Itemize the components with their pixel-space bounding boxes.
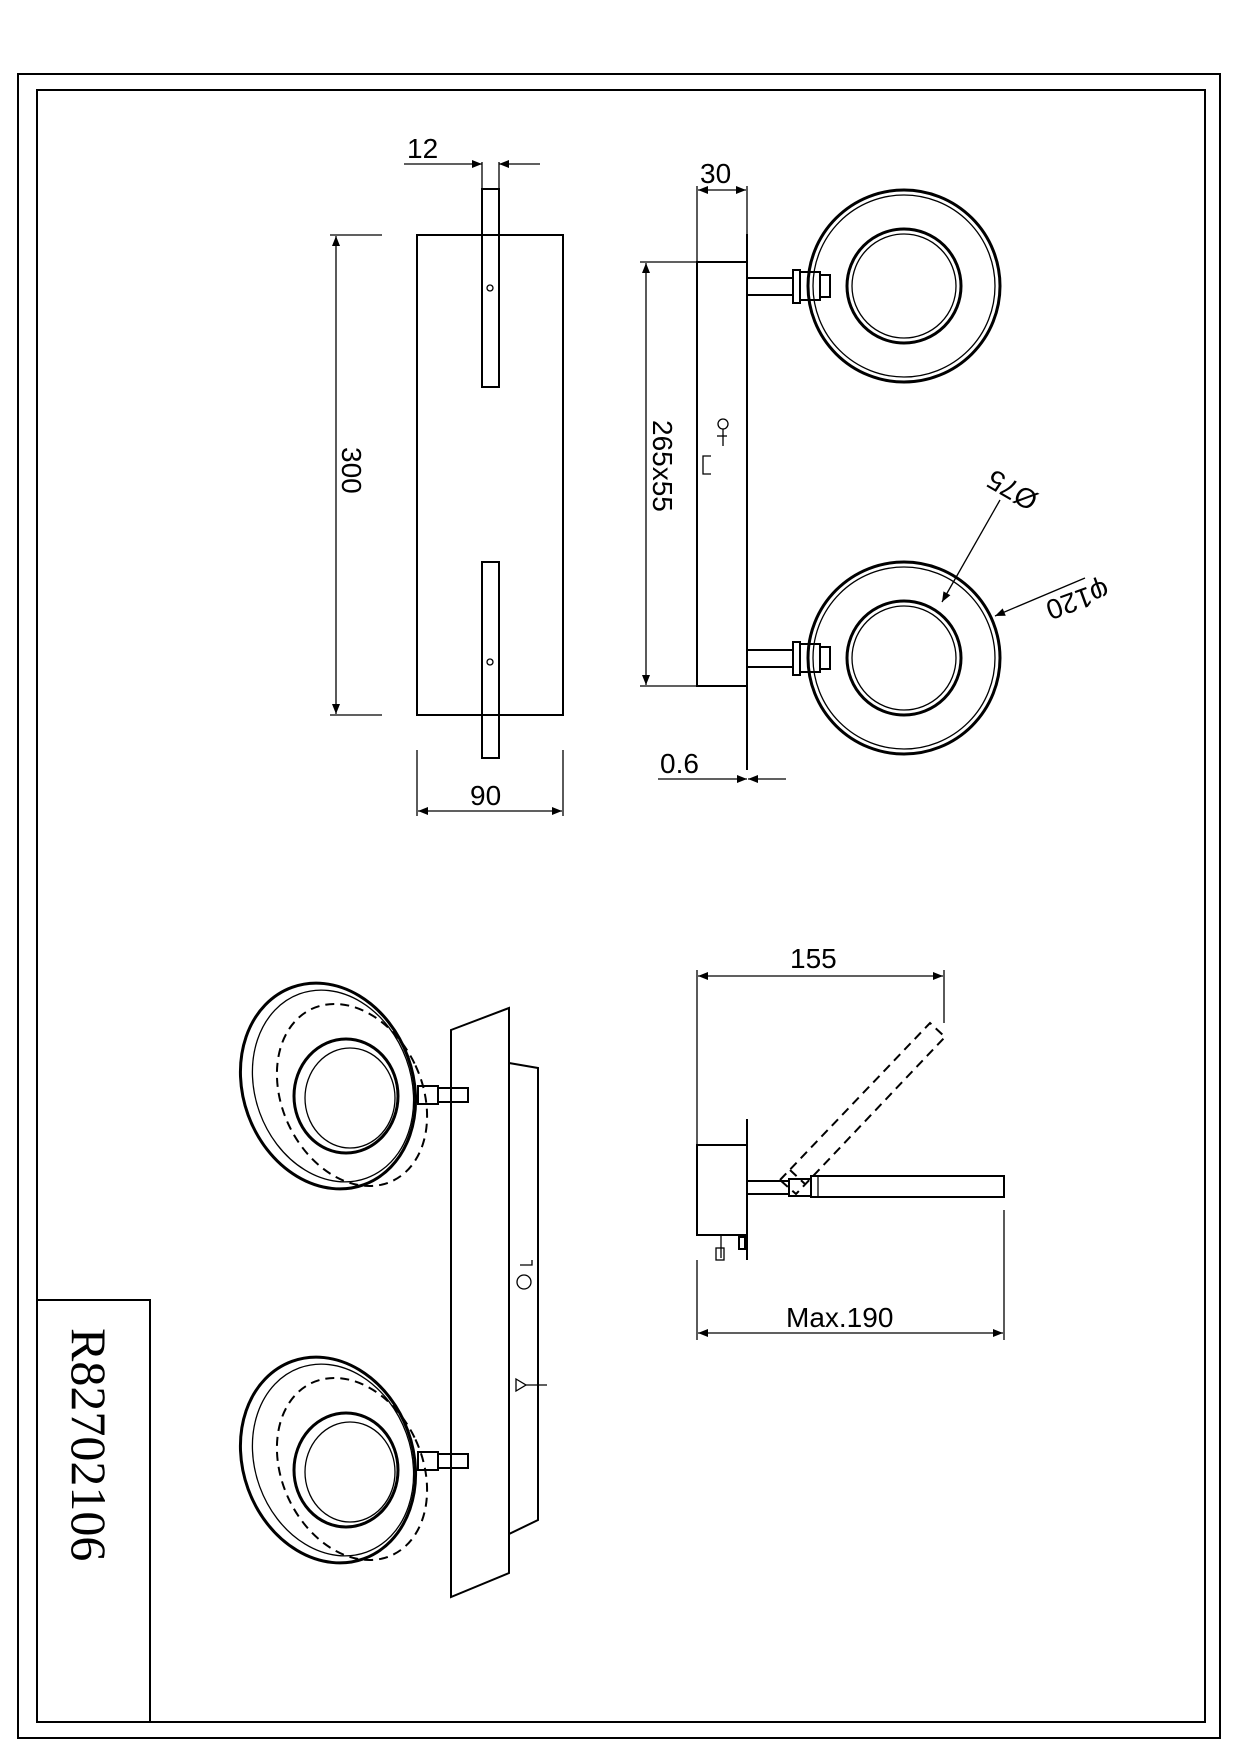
front-view: 12 300 90	[330, 133, 564, 816]
title-block: R82702106	[36, 1299, 151, 1723]
side-view: 30 265x55 0.6 Ø75 φ120	[640, 158, 1114, 783]
perspective-view	[238, 981, 547, 1599]
arm-view: 155 Max.190	[696, 943, 1005, 1340]
dim-canopy: 265x55	[647, 420, 678, 512]
dim-width: 90	[470, 780, 501, 811]
dim-max-length: Max.190	[786, 1302, 893, 1333]
product-code: R82702106	[61, 1328, 117, 1561]
dim-thickness: 0.6	[660, 748, 699, 779]
dim-depth: 30	[700, 158, 731, 189]
dim-width-top: 12	[407, 133, 438, 164]
dim-inner-diameter: Ø75	[982, 463, 1043, 516]
dim-arm-length: 155	[790, 943, 837, 974]
dim-height: 300	[336, 447, 367, 494]
drawing-frame	[17, 73, 1221, 1739]
dim-outer-diameter: φ120	[1042, 574, 1114, 625]
